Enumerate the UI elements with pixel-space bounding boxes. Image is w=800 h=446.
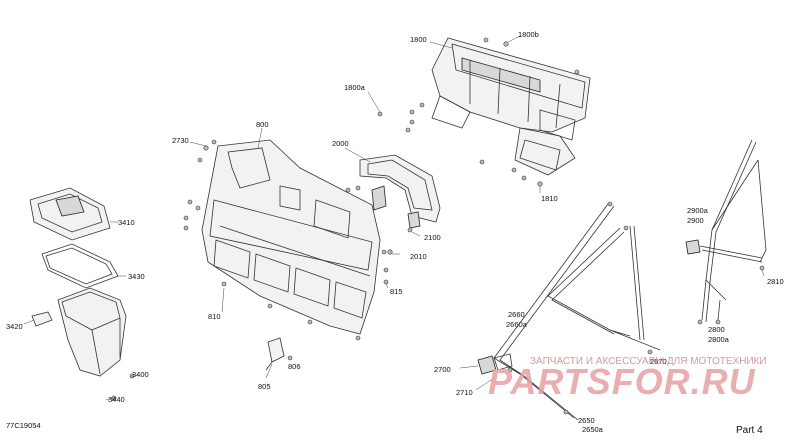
part-2660-frame	[459, 201, 661, 421]
callout-1810: 1810	[541, 194, 558, 203]
callout-3400: 3400	[132, 370, 149, 379]
callout-2100: 2100	[424, 233, 441, 242]
part-1800-console	[367, 35, 591, 193]
callout-3430: 3430	[128, 272, 145, 281]
callout-2650a: 2650a	[582, 425, 604, 434]
callout-2730: 2730	[172, 136, 189, 145]
callout-2010: 2010	[410, 252, 427, 261]
callout-2650: 2650	[578, 416, 595, 425]
callout-806: 806	[288, 362, 301, 371]
callout-3440: 3440	[108, 395, 125, 404]
callout-2700: 2700	[434, 365, 451, 374]
watermark: ЗАПЧАСТИ И АКСЕССУАРЫ ДЛЯ МОТОТЕХНИКИ PA…	[488, 356, 767, 402]
part-805-clip	[265, 337, 293, 379]
callout-1800: 1800	[410, 35, 427, 44]
callout-2710: 2710	[456, 388, 473, 397]
part-3400-box	[23, 287, 135, 401]
callout-1800b: 1800b	[518, 30, 539, 39]
callout-2800a: 2800a	[708, 335, 730, 344]
page-label: Part 4	[736, 425, 763, 436]
part-2900-frame	[685, 139, 767, 325]
callout-810: 810	[208, 312, 221, 321]
callout-2660: 2660	[508, 310, 525, 319]
callout-2660a: 2660a	[506, 320, 528, 329]
callout-2900a: 2900a	[687, 206, 709, 215]
callout-2900: 2900	[687, 216, 704, 225]
callout-815: 815	[390, 287, 403, 296]
watermark-tagline: ЗАПЧАСТИ И АКСЕССУАРЫ ДЛЯ МОТОТЕХНИКИ	[530, 356, 767, 367]
callout-805: 805	[258, 382, 271, 391]
callout-800: 800	[256, 120, 269, 129]
part-800-floor-panel	[183, 127, 389, 341]
callout-2810: 2810	[767, 277, 784, 286]
callout-1800a: 1800a	[344, 83, 366, 92]
part-2000-bracket	[344, 147, 441, 255]
callout-labels: 1800 1800b 1800a 800 2730 2000 1810 3410…	[6, 30, 784, 434]
callout-2670: 2670	[650, 357, 667, 366]
callout-3420: 3420	[6, 322, 23, 331]
callout-2800: 2800	[708, 325, 725, 334]
callout-2000: 2000	[332, 139, 349, 148]
figure-id: 77C19054	[6, 421, 41, 430]
watermark-brand: PARTSFOR.RU	[488, 361, 756, 402]
callout-3410: 3410	[118, 218, 135, 227]
part-3430-gasket	[41, 243, 126, 289]
part-3410-lid	[29, 187, 118, 241]
